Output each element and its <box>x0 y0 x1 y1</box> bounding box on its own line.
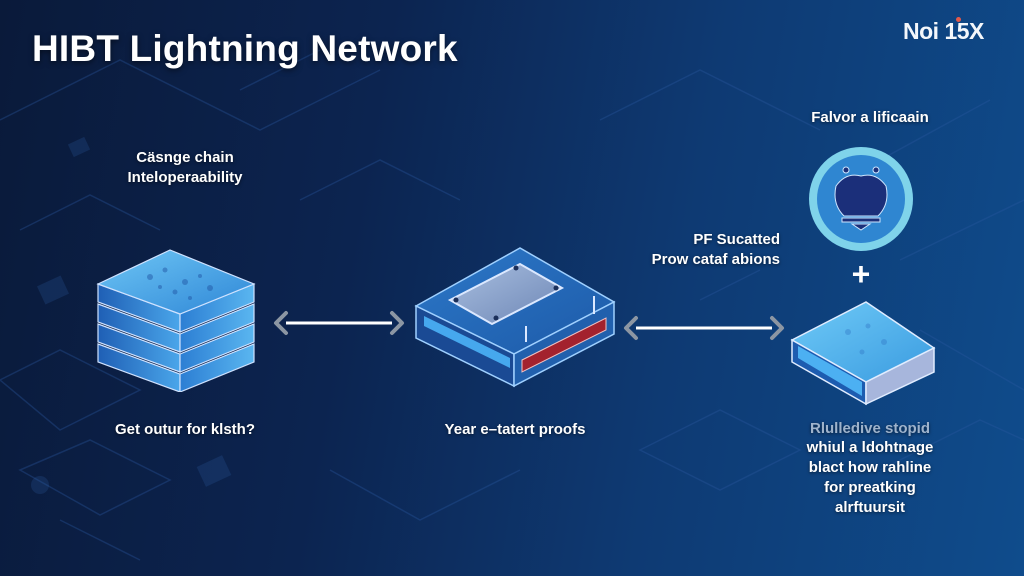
center-caption-line-1: PF Sucatted <box>693 231 780 248</box>
left-caption-line-2: Inteloperaability <box>127 169 243 186</box>
brand-logo: Noi 15X <box>903 18 984 44</box>
bidirectional-arrow-left-center <box>274 311 404 335</box>
stack-layer-1 <box>96 249 256 333</box>
logo-accent-dot <box>956 17 961 22</box>
emblem-badge-icon <box>809 147 913 251</box>
hardware-device-icon <box>414 247 616 388</box>
emblem-shape <box>834 166 888 231</box>
red-label-strip <box>521 317 607 373</box>
storage-block-icon <box>790 301 936 406</box>
arrow-head-left <box>624 316 638 340</box>
left-caption-line-1: Cäsnge chain <box>136 149 234 166</box>
arrow-head-right <box>390 311 404 335</box>
right-node-caption-bottom-muted: Rlulledive stopid <box>809 420 930 437</box>
stack-layer-4 <box>97 343 255 392</box>
right-node-caption-bottom: whiul a ldohtnage blact how rahline for … <box>770 438 970 518</box>
center-node-caption-top: PF Sucatted Prow cataf abions <box>610 230 780 270</box>
stack-layer-3 <box>97 323 255 373</box>
left-node-caption-top: Cäsnge chain Inteloperaability <box>95 148 275 188</box>
page-title: HIBT Lightning Network <box>32 28 458 69</box>
layered-stack-icon <box>96 249 256 392</box>
right-caption-line-3: for preatking <box>824 479 916 496</box>
plus-joiner: + <box>851 256 871 292</box>
stack-layer-2 <box>97 303 255 353</box>
arrow-head-left <box>274 311 288 335</box>
bidirectional-arrow-center-right <box>624 316 784 340</box>
left-node-caption-bottom: Get outur for klsth? <box>115 421 255 438</box>
right-caption-line-1: whiul a ldohtnage <box>806 439 934 456</box>
center-node-caption-bottom: Year e–tatert proofs <box>444 421 586 438</box>
right-caption-line-4: alrftuursit <box>834 499 905 516</box>
right-node-caption-top: Falvor a lificaain <box>811 109 929 126</box>
arrow-head-right <box>770 316 784 340</box>
right-caption-line-2: blact how rahline <box>808 459 932 476</box>
chip-plate <box>447 262 565 326</box>
center-caption-line-2: Prow cataf abions <box>651 251 780 268</box>
